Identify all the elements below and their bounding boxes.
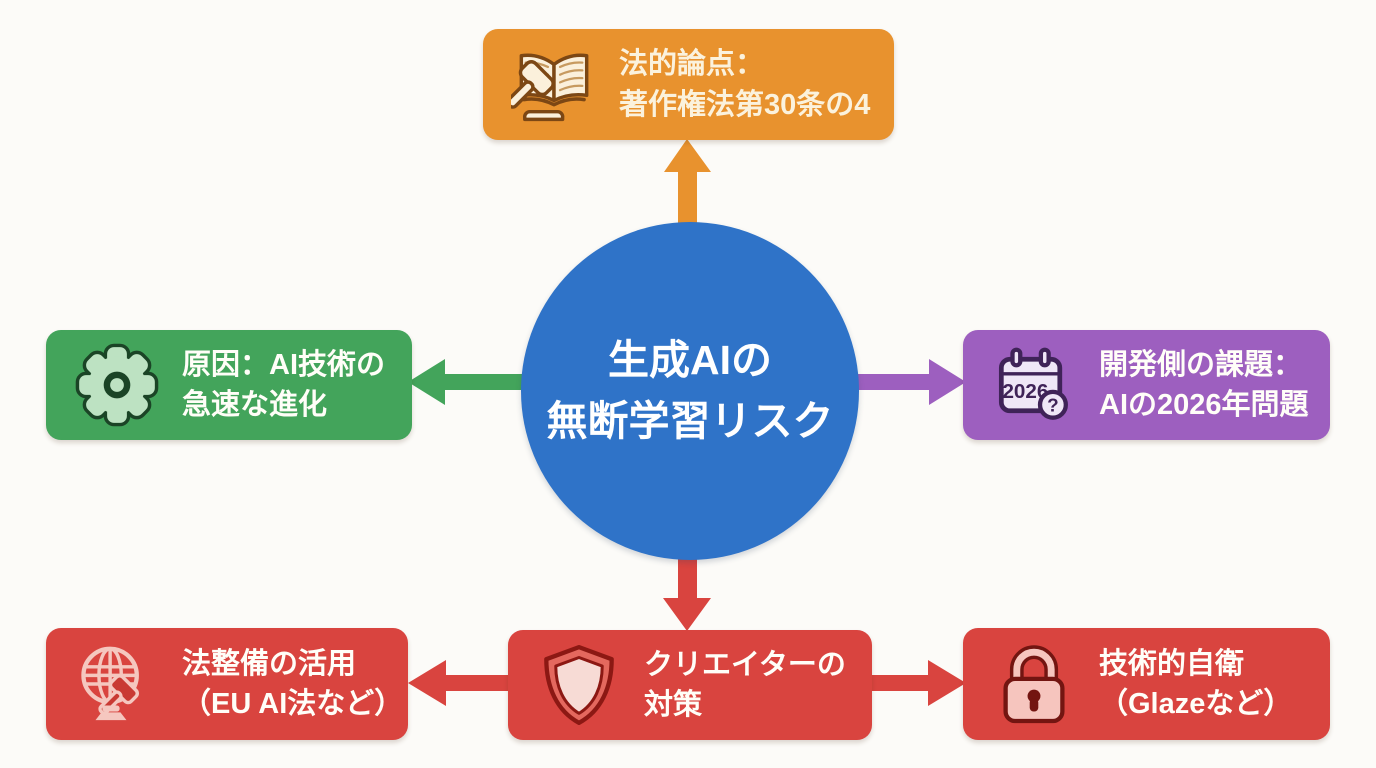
calendar-year-label: 2026 (1002, 380, 1048, 403)
node-technical-line2: （Glazeなど） (1099, 688, 1293, 720)
node-cause: 原因：AI技術の 急速な進化 (46, 330, 412, 440)
globe-gavel-icon (74, 641, 160, 727)
center-line1: 生成AIの (608, 336, 772, 383)
center-topic: 生成AIの 無断学習リスク (521, 222, 859, 560)
node-creator-measures: クリエイターの 対策 (508, 630, 872, 740)
arrow-up-legal (664, 139, 711, 230)
arrow-right-technical (868, 660, 966, 706)
arrow-down-creator (663, 552, 711, 631)
node-creator-line1: クリエイターの (644, 648, 846, 681)
calendar-question-icon: 2026 ? (991, 342, 1077, 428)
node-technical-defense: 技術的自衛 （Glazeなど） (963, 628, 1330, 740)
law-book-gavel-icon (511, 42, 597, 128)
node-legal-line1: 法的論点： (619, 48, 765, 81)
gear-icon (74, 342, 160, 428)
arrow-right-developer (852, 359, 966, 405)
arrow-left-legislation (408, 660, 512, 706)
arrow-left-cause (408, 359, 532, 405)
node-developer-issues: 2026 ? 開発側の課題： AIの2026年問題 (963, 330, 1330, 440)
node-developer-line2: AIの2026年問題 (1099, 389, 1309, 421)
node-technical-line1: 技術的自衛 (1099, 647, 1245, 680)
node-creator-line2: 対策 (644, 689, 703, 721)
center-line2: 無断学習リスク (546, 398, 834, 444)
node-legislation-line1: 法整備の活用 (182, 647, 357, 680)
node-legal-line2: 著作権法第30条の4 (619, 88, 871, 121)
node-legislation: 法整備の活用 （EU AI法など） (46, 628, 408, 740)
node-cause-line1: 原因：AI技術の (182, 348, 386, 381)
node-cause-line2: 急速な進化 (182, 389, 328, 421)
node-developer-line1: 開発側の課題： (1099, 348, 1303, 381)
calendar-question-label: ? (1047, 396, 1059, 417)
node-legal-issues: 法的論点： 著作権法第30条の4 (483, 29, 894, 140)
padlock-icon (991, 641, 1077, 727)
center-topic-label: 生成AIの 無断学習リスク (547, 330, 834, 453)
node-legislation-line2: （EU AI法など） (182, 688, 404, 720)
shield-icon (536, 642, 622, 728)
